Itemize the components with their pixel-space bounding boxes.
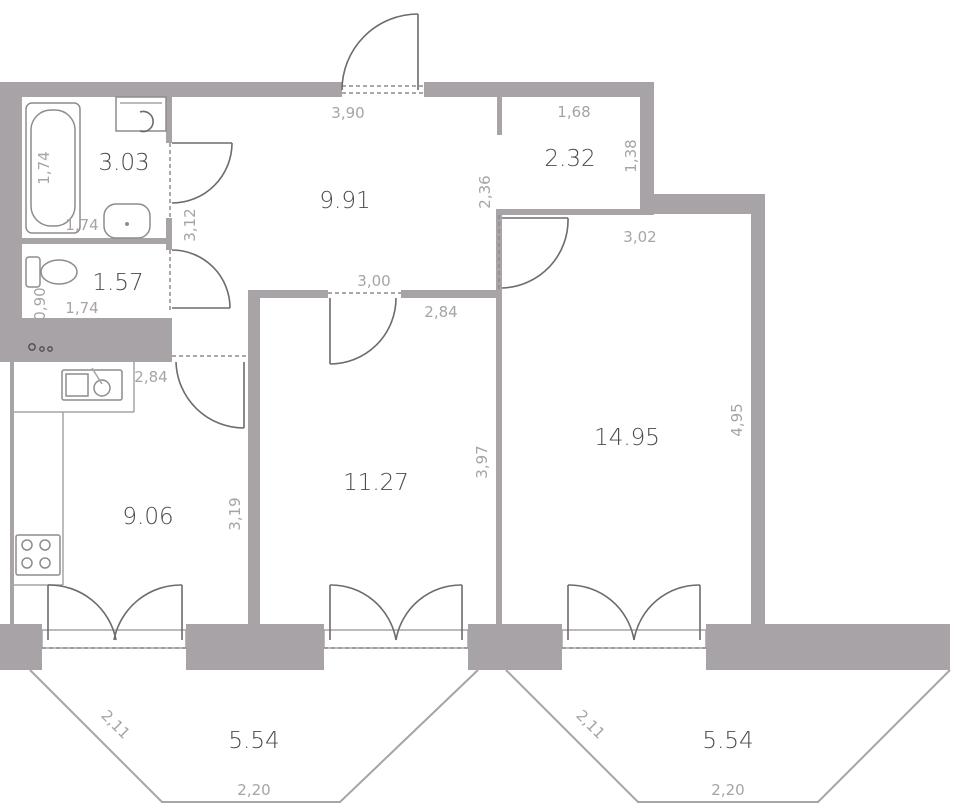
storage-door [498, 215, 569, 290]
kitchen-door [172, 355, 248, 429]
balcony-outline-left [29, 669, 479, 803]
dim-bedroom-right: 3,97 [473, 445, 491, 478]
room-area-balcony-right: 5.54 [702, 728, 753, 754]
washbasin-icon [103, 203, 151, 239]
dim-hall-bottom: 3,00 [357, 272, 390, 290]
dim-hall-top: 3,90 [331, 104, 364, 122]
washing-machine-icon [115, 96, 167, 133]
dim-bedroom-top: 2,84 [424, 303, 457, 321]
dim-storage-right: 1,38 [622, 139, 640, 172]
dim-kitchen-right: 3,19 [226, 497, 244, 530]
room-area-kitchen: 9.06 [122, 504, 173, 530]
toilet-icon [25, 256, 78, 288]
stove-icon [15, 534, 61, 576]
dim-kitchen-top: 2,84 [134, 368, 167, 386]
dim-wc-side: 0,90 [31, 287, 49, 320]
room-area-bedroom: 11.27 [343, 470, 409, 496]
dim-balcony-right-bottom: 2,20 [711, 781, 744, 799]
room-area-toilet: 1.57 [92, 270, 143, 296]
dim-hall-left: 3,12 [181, 208, 199, 241]
room-area-balcony-left: 5.54 [228, 728, 279, 754]
dim-living-top: 3,02 [623, 228, 656, 246]
bathtub-icon [25, 102, 81, 234]
room-area-living-room: 14.95 [594, 425, 660, 451]
balcony-door-living [561, 584, 707, 649]
dim-bath-bottom: 1,74 [65, 216, 98, 234]
room-area-hall: 9.91 [319, 188, 370, 214]
balcony-door-kitchen [41, 584, 187, 649]
bathroom-door [169, 142, 233, 218]
entrance-door [341, 13, 424, 94]
dim-storage-top: 1,68 [557, 103, 590, 121]
balcony-outline-right [505, 669, 951, 803]
dim-balcony-right-side: 2,11 [572, 706, 608, 742]
kitchen-counter [14, 343, 135, 586]
bedroom-door [328, 292, 401, 365]
toilet-door [169, 249, 231, 310]
room-area-storage: 2.32 [544, 146, 595, 172]
balcony-door-bedroom [323, 584, 469, 649]
dim-bath-side: 1,74 [35, 151, 53, 184]
dim-living-right: 4,95 [728, 403, 746, 436]
dim-wc-bottom: 1,74 [65, 299, 98, 317]
dim-balcony-left-side: 2,11 [97, 706, 133, 742]
dim-hall-right: 2,36 [476, 175, 494, 208]
ventilation-icon [28, 343, 53, 352]
dim-balcony-left-bottom: 2,20 [237, 781, 270, 799]
room-area-bathroom: 3.03 [98, 150, 149, 176]
walls [0, 82, 950, 670]
